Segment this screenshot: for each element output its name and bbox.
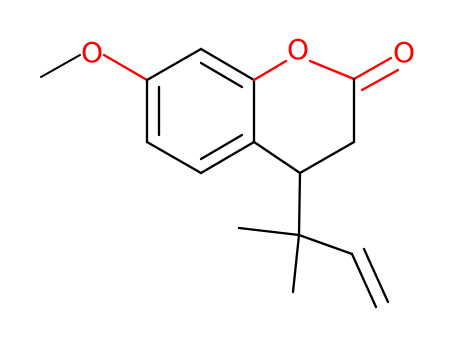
bond-c5-c6 <box>145 140 203 175</box>
methoxy-oxygen-label: O <box>81 36 103 69</box>
bond-c4a-c5 <box>199 140 256 175</box>
bond-methoxy-o-c7 <box>102 53 149 82</box>
bond-c8-c8a-inner <box>199 61 244 89</box>
bond-quaternary-c-methyl-left <box>237 226 301 237</box>
bond-c8-c8a <box>199 47 256 82</box>
bond-c3-c4 <box>298 140 356 175</box>
bond-c4a-c5-inner <box>199 133 244 161</box>
bond-ring-o-c2 <box>308 59 356 81</box>
bond-quaternary-c-vinyl-ch <box>297 233 354 256</box>
bond-quaternary-c-methyl-down <box>291 233 301 294</box>
bond-c2-carbonyl-o-a <box>352 56 393 81</box>
bond-c2-carbonyl-o-b <box>360 68 400 92</box>
bond-c4-quaternary-c <box>297 171 302 237</box>
bond-methyl-methoxy-o <box>40 54 81 78</box>
bond-vinyl-double-a <box>350 252 378 309</box>
bond-vinyl-double-b <box>362 247 390 304</box>
bond-c7-c8 <box>145 47 203 82</box>
carbonyl-oxygen-label: O <box>393 36 415 69</box>
ring-oxygen-label: O <box>287 33 309 66</box>
bond-c8a-ring-o <box>252 59 288 82</box>
bond-c4-c4a <box>252 140 302 175</box>
